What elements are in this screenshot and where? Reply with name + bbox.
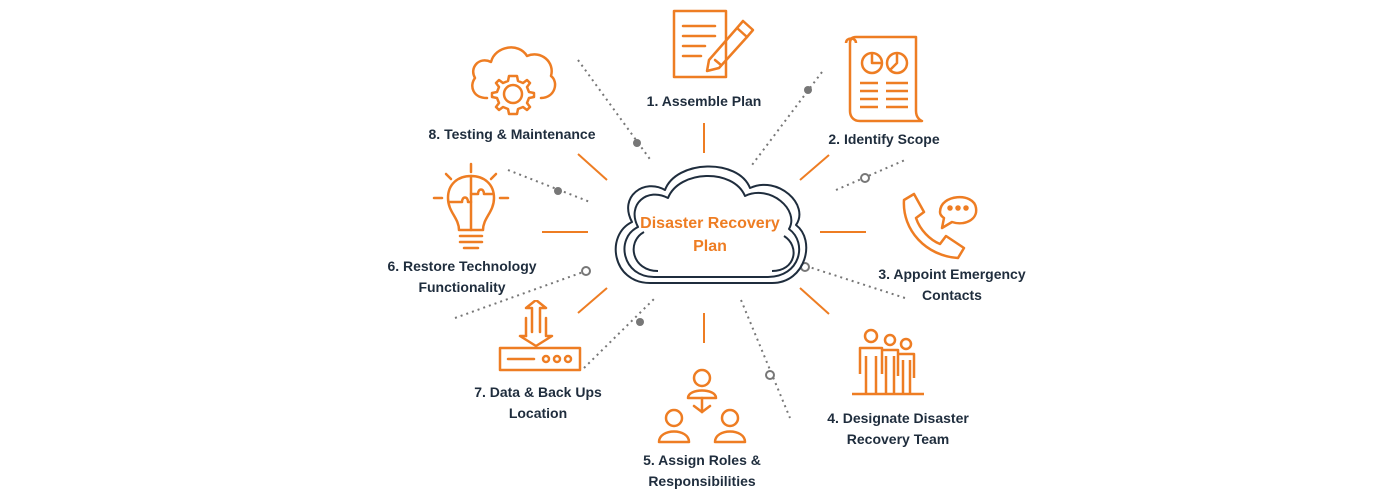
center-title-line-1: Disaster Recovery: [640, 215, 780, 232]
spoke-top-left: [577, 153, 608, 181]
step-3-label: 3. Appoint Emergency Contacts: [854, 264, 1050, 306]
step-6-label: 6. Restore Technology Functionality: [362, 256, 562, 298]
step-4-text-line-2: Recovery Team: [846, 431, 950, 447]
lightbulb-puzzle-icon: [432, 162, 510, 250]
step-3-text-line-2: Contacts: [922, 287, 982, 303]
step-7-text-line-2: Location: [508, 405, 568, 421]
step-6-text-line-1: 6. Restore Technology: [387, 258, 537, 274]
team-people-icon: [852, 328, 924, 396]
document-pen-icon: [672, 9, 755, 79]
node-ring-3: [581, 266, 591, 276]
step-1-text: 1. Assemble Plan: [646, 93, 762, 109]
dotted-line-8: [740, 299, 791, 419]
server-transfer-icon: [498, 300, 582, 372]
node-filled-4: [636, 318, 644, 326]
center-cloud-icon: [614, 165, 808, 284]
spoke-bottom-left: [577, 287, 608, 314]
report-scroll-icon: [844, 35, 924, 123]
orange-spokes: [542, 123, 866, 343]
cloud-gear-icon: [471, 46, 557, 116]
dotted-line-7: [583, 297, 656, 369]
center-title-line-2: Plan: [693, 238, 727, 255]
step-5-label: 5. Assign Roles & Responsibilities: [612, 450, 792, 492]
node-filled-3: [554, 187, 562, 195]
step-4-label: 4. Designate Disaster Recovery Team: [798, 408, 998, 450]
step-3-text-line-1: 3. Appoint Emergency: [878, 266, 1026, 282]
step-4-text-line-1: 4. Designate Disaster: [827, 410, 969, 426]
spoke-bottom-right: [799, 287, 830, 315]
spoke-top-right: [799, 154, 830, 181]
step-2-label: 2. Identify Scope: [804, 129, 964, 150]
step-5-text-line-1: 5. Assign Roles &: [643, 452, 761, 468]
node-filled-1: [633, 139, 641, 147]
center-title: Disaster Recovery Plan: [620, 212, 800, 258]
step-5-text-line-2: Responsibilities: [648, 473, 756, 489]
dotted-line-2: [751, 71, 823, 166]
step-7-text-line-1: 7. Data & Back Ups: [474, 384, 602, 400]
step-6-text-line-2: Functionality: [418, 279, 506, 295]
node-ring-4: [765, 370, 775, 380]
dotted-line-3: [507, 169, 591, 203]
step-8-text: 8. Testing & Maintenance: [428, 126, 596, 142]
dotted-line-4: [835, 159, 906, 191]
node-filled-2: [804, 86, 812, 94]
node-ring-1: [860, 173, 870, 183]
hierarchy-people-icon: [657, 368, 747, 444]
dotted-line-6: [454, 270, 587, 319]
connector-nodes: [554, 86, 870, 380]
step-1-label: 1. Assemble Plan: [604, 91, 804, 112]
step-8-label: 8. Testing & Maintenance: [412, 124, 612, 145]
phone-chat-icon: [902, 192, 978, 260]
step-7-label: 7. Data & Back Ups Location: [448, 382, 628, 424]
step-2-text: 2. Identify Scope: [828, 131, 940, 147]
